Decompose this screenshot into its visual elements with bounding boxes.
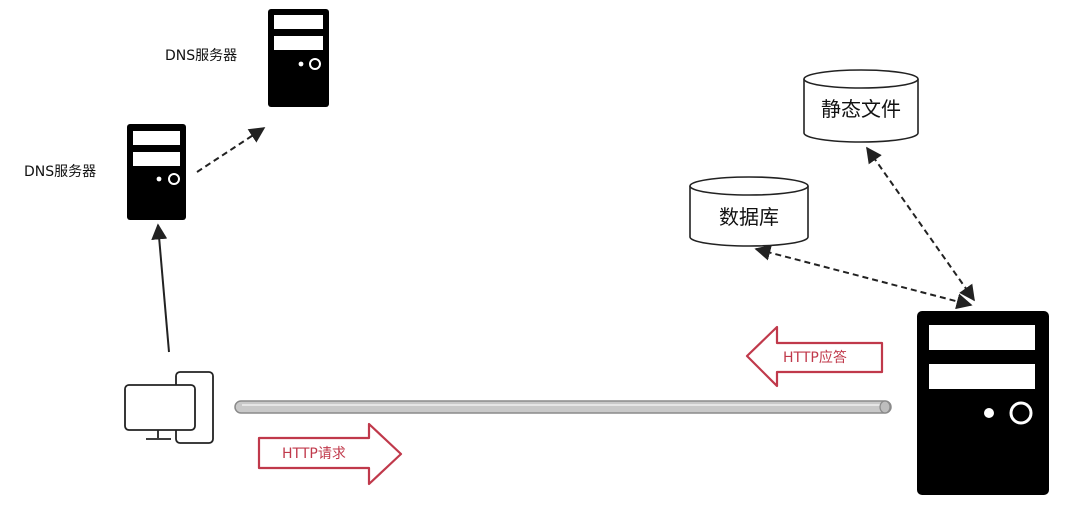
server-database-arrow	[754, 244, 973, 310]
client-computer-icon	[124, 371, 214, 444]
server-static-files-arrow	[866, 146, 975, 302]
dns-server-middle-label: DNS服务器	[24, 164, 97, 180]
http-response-label: HTTP应答	[783, 350, 847, 366]
dns-server-top-label: DNS服务器	[165, 48, 238, 64]
http-response-block-arrow	[745, 325, 884, 388]
static-files-cylinder-icon	[803, 69, 919, 143]
dns-server-middle-icon	[127, 124, 186, 220]
dns-to-dns-arrow	[196, 127, 266, 173]
client-to-dns-arrow	[151, 223, 170, 353]
database-label: 数据库	[719, 205, 779, 229]
web-server-icon	[917, 311, 1049, 495]
static-files-label: 静态文件	[821, 97, 901, 121]
network-pipe	[234, 400, 892, 414]
dns-server-top-icon	[268, 9, 329, 107]
http-request-block-arrow	[257, 422, 403, 486]
database-cylinder-icon	[689, 176, 809, 247]
http-request-label: HTTP请求	[282, 446, 346, 462]
